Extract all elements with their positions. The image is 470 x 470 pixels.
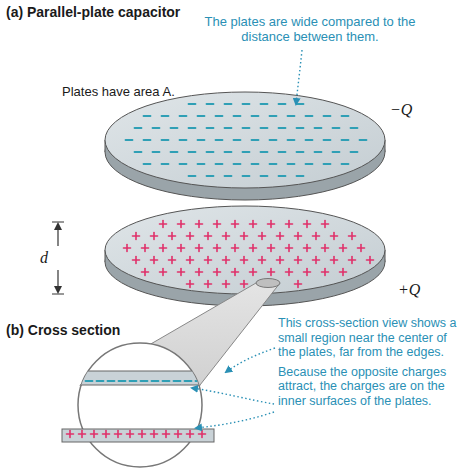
- separation-arrow: [52, 222, 64, 294]
- plate-area-label: Plates have area A.: [62, 84, 232, 100]
- positive-charges: [124, 221, 374, 288]
- annotation-note: This cross-section view shows a small re…: [278, 316, 466, 360]
- top-plate: [105, 92, 385, 200]
- cross-section-lens: [62, 343, 220, 467]
- charge-label: +Q: [398, 280, 438, 299]
- part-heading: (b) Cross section: [6, 322, 206, 339]
- annotation-note: Because the opposite charges attract, th…: [278, 365, 466, 409]
- separation-label: d: [40, 248, 56, 267]
- charge-label: −Q: [390, 100, 430, 119]
- annotation-note: The plates are wide compared to the dist…: [190, 14, 430, 44]
- negative-charges: [126, 104, 367, 176]
